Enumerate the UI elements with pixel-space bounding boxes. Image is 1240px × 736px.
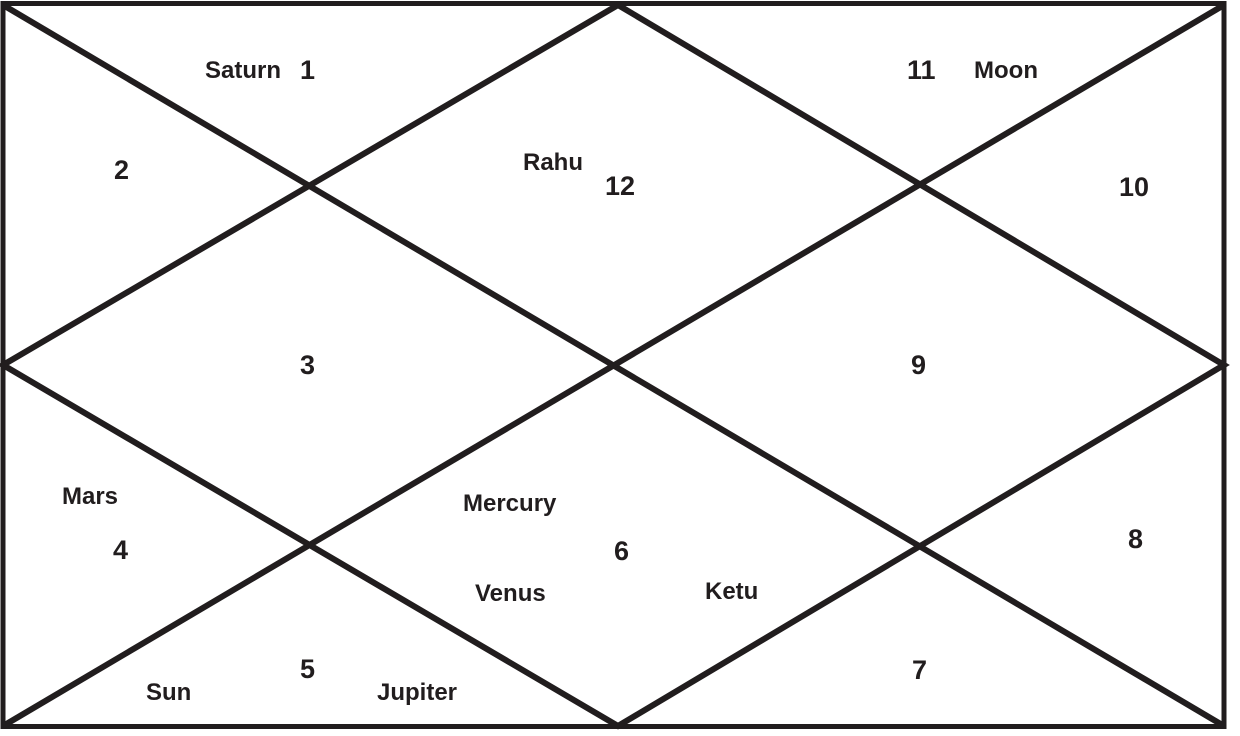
house-number-8: 8 <box>1128 524 1144 554</box>
house-number-3: 3 <box>300 350 316 380</box>
planet-label-ketu: Ketu <box>705 578 759 605</box>
house-number-5: 5 <box>300 654 316 684</box>
house-number-12: 12 <box>605 171 636 201</box>
planet-label-mercury: Mercury <box>463 490 557 517</box>
house-number-1: 1 <box>300 55 316 85</box>
house-number-6: 6 <box>614 536 630 566</box>
house-number-11: 11 <box>907 55 936 85</box>
planet-label-jupiter: Jupiter <box>377 679 458 706</box>
planet-label-moon: Moon <box>974 57 1038 84</box>
house-number-10: 10 <box>1119 172 1150 202</box>
planet-label-sun: Sun <box>146 679 192 706</box>
house-number-2: 2 <box>114 155 130 185</box>
planet-label-venus: Venus <box>475 580 546 607</box>
house-number-4: 4 <box>113 535 129 565</box>
house-number-7: 7 <box>912 655 928 685</box>
house-number-9: 9 <box>911 350 927 380</box>
planet-label-rahu: Rahu <box>523 149 583 176</box>
planet-label-mars: Mars <box>62 483 119 510</box>
diagonal-topright-bottomleft <box>1 2 1226 729</box>
planet-label-saturn: Saturn <box>205 57 282 84</box>
